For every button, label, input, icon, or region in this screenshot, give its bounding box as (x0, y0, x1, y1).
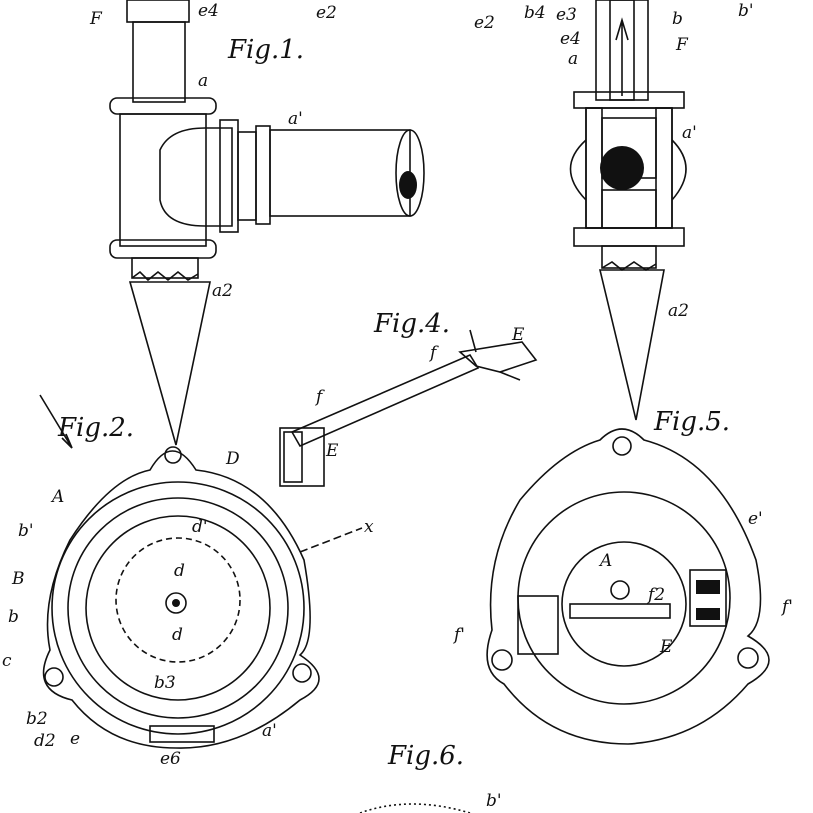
label-f: F (675, 35, 689, 55)
label-e4: e4 (198, 1, 219, 21)
figure-1-caption: Fig.1. (227, 35, 304, 65)
label-e: E (511, 325, 525, 345)
label-a2: a2 (668, 301, 689, 321)
figure-4-key-drawing (279, 329, 538, 487)
label-d: d (172, 625, 183, 645)
label-x: x (364, 517, 374, 537)
label-b: b (672, 9, 683, 29)
label-e: e (70, 729, 80, 749)
label-b: B (11, 569, 25, 589)
label-b: b (8, 607, 19, 627)
label-a: a (568, 49, 578, 69)
label-c: c (2, 651, 12, 671)
figure-2-caption: Fig.2. (57, 413, 134, 443)
label-d: D (225, 449, 240, 469)
label-b4: b4 (524, 3, 546, 23)
figure-1-drawing (109, 0, 425, 446)
label-f: f (428, 343, 439, 363)
label-d: d (174, 561, 185, 581)
label-b2: b2 (26, 709, 48, 729)
figure-6-caption: Fig.6. (387, 741, 464, 771)
label-b-prime: b' (18, 521, 34, 541)
label-e6: e6 (160, 749, 181, 769)
label-b3: b3 (154, 673, 176, 693)
label-f2: f2 (646, 585, 665, 605)
label-f: f (314, 387, 325, 407)
label-a2: a2 (212, 281, 233, 301)
label-a-prime: a' (288, 109, 303, 129)
label-a: A (598, 551, 612, 571)
label-e: E (325, 441, 339, 461)
figure-4-caption: Fig.4. (373, 309, 450, 339)
figure-5-caption: Fig.5. (653, 407, 730, 437)
label-b-prime: b' (486, 791, 502, 811)
label-e: E (659, 637, 673, 657)
figure-2-drawing (39, 394, 363, 749)
label-b-prime: b' (738, 1, 754, 21)
label-e2: e2 (316, 3, 337, 23)
label-a: A (50, 487, 64, 507)
label-e4: e4 (560, 29, 581, 49)
label-d-prime: d' (192, 517, 208, 537)
label-f: F (89, 9, 103, 29)
label-f-prime: f' (452, 625, 465, 645)
figure-6-fragment (359, 803, 471, 813)
label-e3: e3 (556, 5, 577, 25)
label-e2: e2 (474, 13, 495, 33)
figure-5-section-drawing (569, 0, 687, 421)
label-a-prime: a' (262, 721, 277, 741)
label-e-prime: e' (748, 509, 763, 529)
label-a: a (198, 71, 208, 91)
label-a-prime: a' (682, 123, 697, 143)
figure-5-plate-drawing (486, 428, 770, 745)
label-f-prime: f' (780, 597, 793, 617)
label-d2: d2 (34, 731, 56, 751)
